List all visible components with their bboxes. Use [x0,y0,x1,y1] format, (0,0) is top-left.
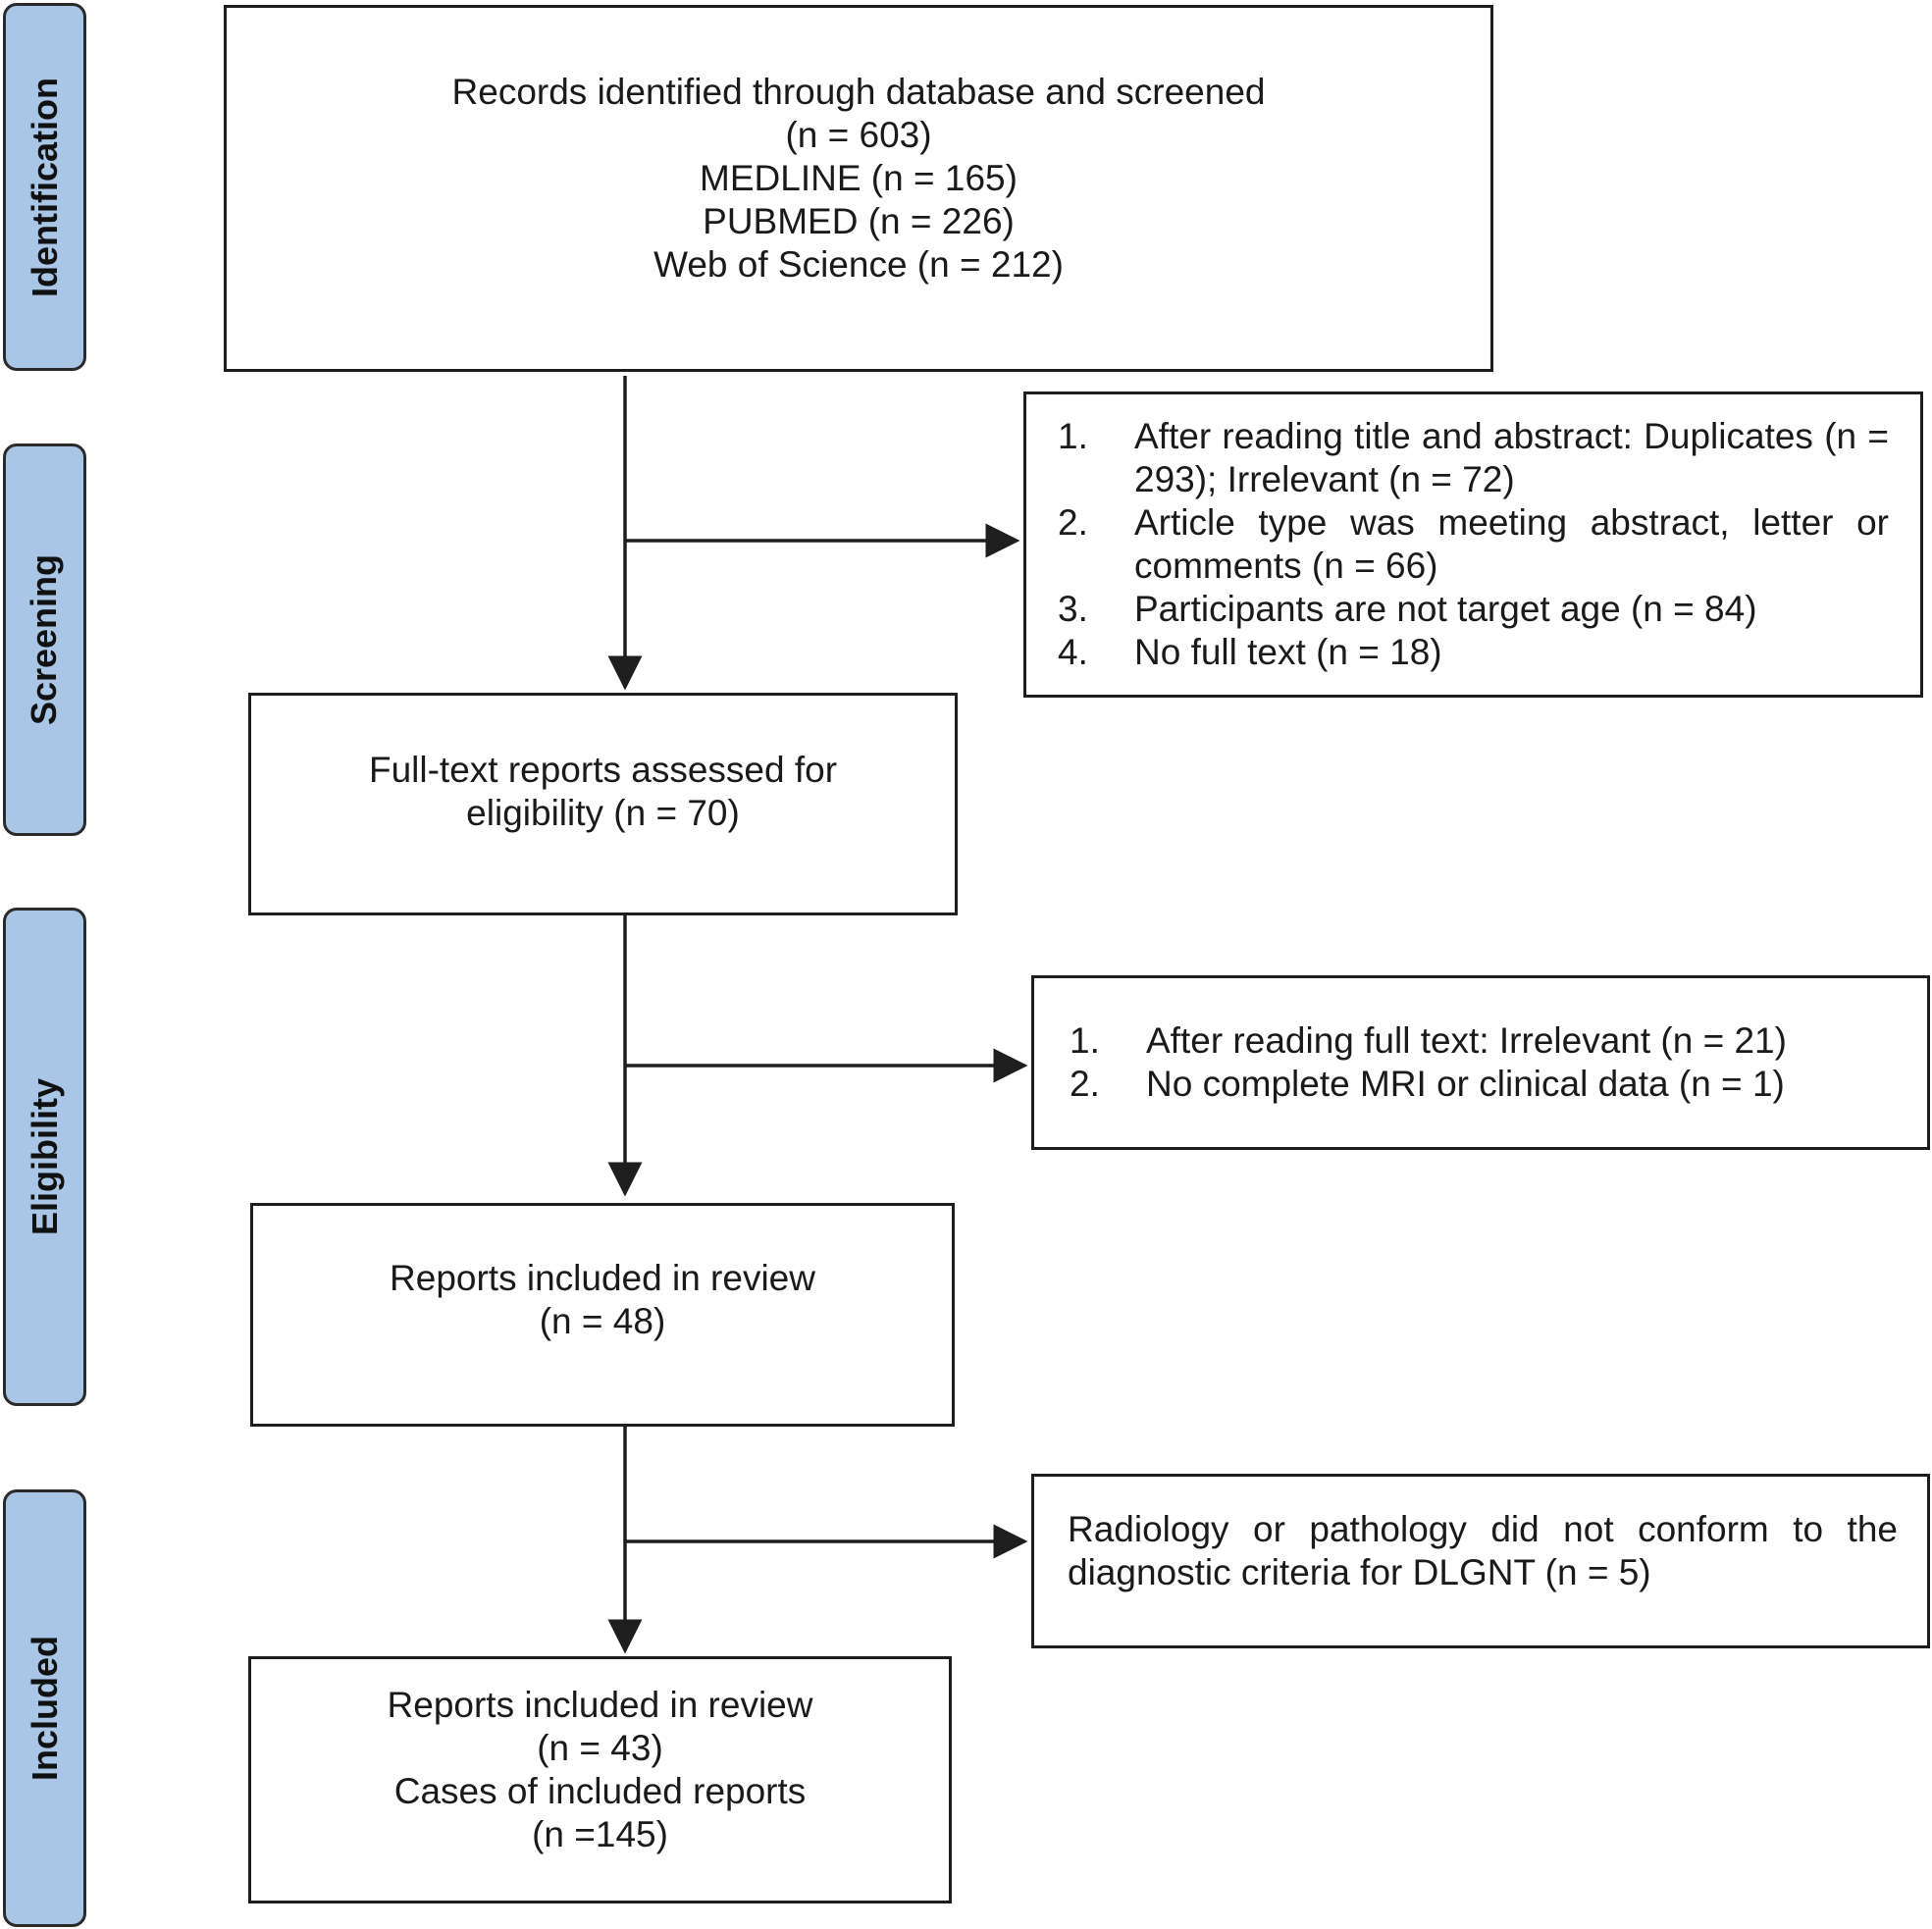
reports1-line-1: Reports included in review [390,1258,815,1298]
stage-eligibility: Eligibility [3,908,86,1406]
stage-screening: Screening [3,443,86,836]
list-item-number: 2. [1070,1064,1100,1104]
reports-included-box-48: Reports included in review (n = 48) [250,1203,955,1427]
list-item: 3. Participants are not target age (n = … [1058,588,1889,631]
list-item-text: Article type was meeting abstract, lette… [1134,502,1889,586]
reports1-line-2: (n = 48) [539,1301,666,1341]
eligibility-exclusions-box: 1. After reading full text: Irrelevant (… [1031,975,1930,1150]
reports2-line-4: (n =145) [532,1814,668,1854]
diagnostic-criteria-exclusion-text: Radiology or pathology did not conform t… [1068,1509,1898,1592]
list-item-number: 1. [1058,416,1088,456]
records-line-3: MEDLINE (n = 165) [700,158,1018,198]
records-line-2: (n = 603) [785,115,932,155]
reports2-line-2: (n = 43) [537,1728,663,1768]
list-item-number: 1. [1070,1020,1100,1061]
list-item-number: 4. [1058,632,1088,672]
reports2-line-1: Reports included in review [387,1685,813,1725]
records-identified-box: Records identified through database and … [224,5,1493,372]
reports-included-box-43: Reports included in review (n = 43) Case… [248,1656,952,1903]
list-item-number: 3. [1058,589,1088,629]
list-item: 2. Article type was meeting abstract, le… [1058,501,1889,588]
fulltext-line-2: eligibility (n = 70) [466,792,740,833]
list-item-text: After reading full text: Irrelevant (n =… [1146,1020,1787,1061]
stage-identification-label: Identification [24,77,65,297]
stage-included: Included [3,1489,86,1927]
list-item: 4. No full text (n = 18) [1058,631,1889,674]
list-item-text: Participants are not target age (n = 84) [1134,589,1757,629]
records-line-1: Records identified through database and … [451,72,1266,112]
records-line-4: PUBMED (n = 226) [703,201,1015,241]
list-item-text: No full text (n = 18) [1134,632,1442,672]
list-item-text: After reading title and abstract: Duplic… [1134,416,1889,499]
stage-eligibility-label: Eligibility [24,1077,65,1236]
stage-included-label: Included [24,1635,65,1782]
list-item-number: 2. [1058,502,1088,543]
list-item: 1. After reading title and abstract: Dup… [1058,415,1889,501]
list-item-text: No complete MRI or clinical data (n = 1) [1146,1064,1785,1104]
stage-screening-label: Screening [24,553,65,726]
reports2-line-3: Cases of included reports [393,1771,807,1811]
stage-identification: Identification [3,3,86,371]
list-item: 2. No complete MRI or clinical data (n =… [1070,1063,1896,1106]
records-line-5: Web of Science (n = 212) [653,244,1064,285]
list-item: 1. After reading full text: Irrelevant (… [1070,1019,1896,1063]
fulltext-assessed-box: Full-text reports assessed for eligibili… [248,693,958,915]
diagnostic-criteria-exclusion-box: Radiology or pathology did not conform t… [1031,1474,1930,1648]
screening-exclusions-box: 1. After reading title and abstract: Dup… [1023,391,1923,698]
fulltext-line-1: Full-text reports assessed for [368,749,838,790]
